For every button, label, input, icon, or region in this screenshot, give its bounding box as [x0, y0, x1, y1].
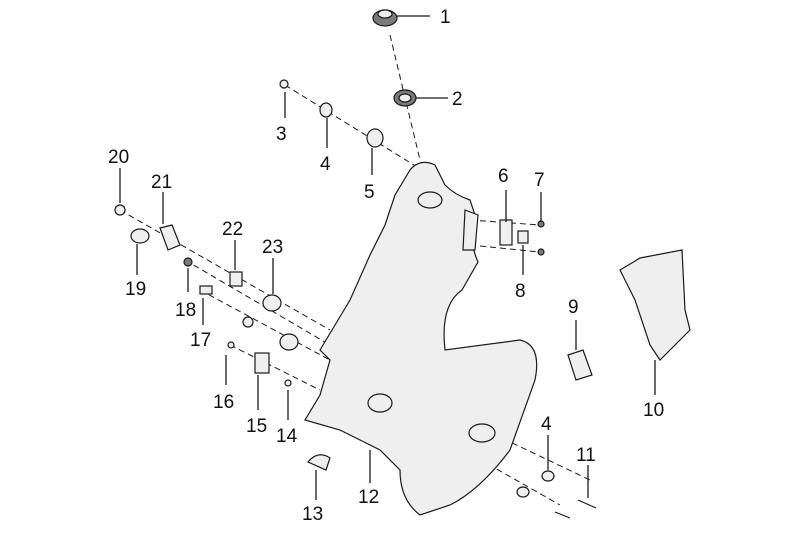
callout-22: 22 [222, 219, 243, 240]
callout-12: 12 [358, 487, 379, 508]
callout-4b: 4 [541, 414, 552, 435]
bracket-plate [254, 352, 270, 374]
filler-neck [417, 191, 443, 209]
washer [319, 102, 333, 118]
bushing [366, 128, 384, 148]
clip [517, 230, 529, 244]
callout-9: 9 [568, 297, 579, 318]
callout-11: 11 [576, 445, 596, 466]
callout-10: 10 [643, 400, 664, 421]
mount-bracket [159, 224, 181, 251]
callout-7: 7 [534, 170, 545, 191]
tank-body [304, 161, 538, 516]
mount-hole-lower [468, 423, 496, 443]
callout-17: 17 [190, 330, 211, 351]
callout-23: 23 [262, 237, 283, 258]
rubber-mount [130, 228, 150, 244]
callout-labels: 1 2 3 4 5 6 7 8 9 10 4 11 12 13 14 15 16… [108, 7, 664, 525]
side-cover [619, 249, 691, 361]
callout-4: 4 [320, 154, 331, 175]
callout-21: 21 [151, 172, 172, 193]
mount-hole [367, 393, 393, 413]
callout-16: 16 [213, 392, 234, 413]
callout-2: 2 [452, 89, 463, 110]
callout-8: 8 [515, 281, 526, 302]
grommet [199, 285, 213, 295]
callout-1: 1 [440, 7, 451, 28]
callout-20: 20 [108, 147, 129, 168]
pad [567, 349, 593, 381]
callout-15: 15 [246, 416, 267, 437]
callout-18: 18 [175, 300, 196, 321]
leader-lines [119, 15, 656, 500]
callout-14: 14 [276, 426, 298, 447]
callout-3: 3 [276, 124, 287, 145]
callout-5: 5 [364, 182, 375, 203]
callout-6: 6 [498, 166, 509, 187]
callout-13: 13 [302, 504, 323, 525]
hose-clamp [307, 454, 331, 471]
bolt [279, 79, 289, 89]
callout-19: 19 [125, 279, 146, 300]
clip-bracket [499, 219, 513, 246]
bracket-slot [462, 209, 479, 251]
rubber-bush [262, 294, 282, 312]
